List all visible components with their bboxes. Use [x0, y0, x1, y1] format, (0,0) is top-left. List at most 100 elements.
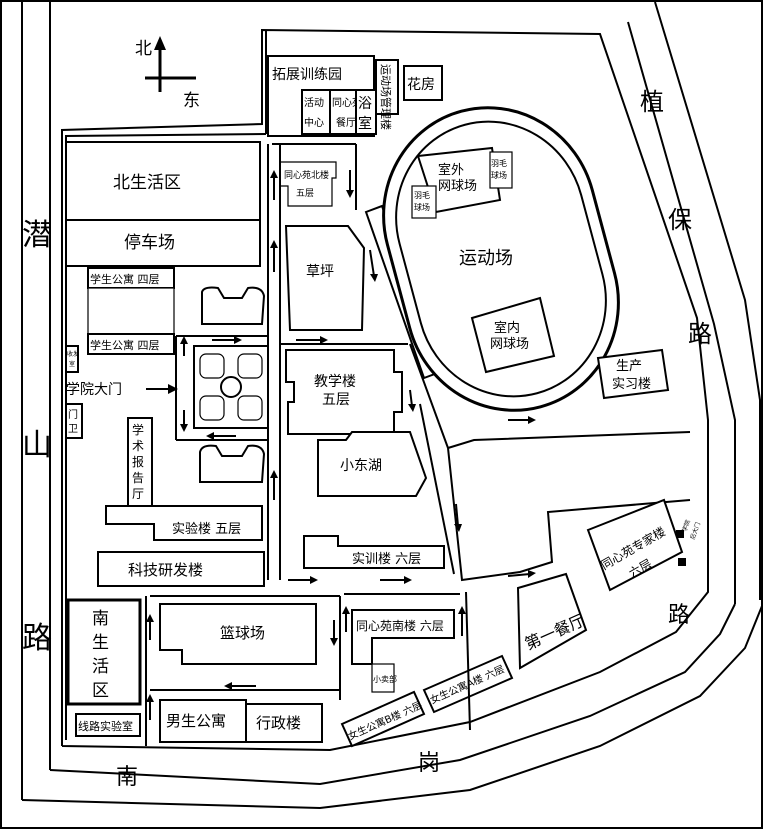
sports-admin-building: 运动场管理楼 — [375, 59, 399, 130]
indoor-tennis-court: 室内 网球场 — [470, 296, 556, 374]
svg-text:室: 室 — [69, 360, 75, 368]
svg-text:南: 南 — [116, 765, 138, 790]
svg-text:南: 南 — [92, 609, 109, 629]
svg-text:收发: 收发 — [67, 350, 79, 358]
svg-text:卫: 卫 — [68, 424, 78, 435]
svg-text:男生公寓: 男生公寓 — [166, 712, 226, 730]
svg-text:浴: 浴 — [358, 96, 372, 112]
svg-text:中心: 中心 — [304, 116, 324, 129]
lawn: 草坪 — [284, 225, 366, 331]
svg-text:五层: 五层 — [322, 392, 350, 408]
svg-text:实习楼: 实习楼 — [612, 377, 651, 392]
svg-text:小卖部: 小卖部 — [373, 674, 397, 684]
svg-text:室外: 室外 — [438, 162, 464, 178]
svg-text:停车场: 停车场 — [124, 233, 175, 253]
svg-text:同心苑南楼 六层: 同心苑南楼 六层 — [356, 618, 444, 633]
convenience-store: 小卖部 — [371, 663, 397, 693]
svg-text:科技研发楼: 科技研发楼 — [128, 561, 203, 579]
north-living-area: 北生活区 — [65, 141, 261, 221]
svg-text:羽毛: 羽毛 — [414, 190, 430, 200]
svg-text:线路实验室: 线路实验室 — [78, 719, 133, 733]
compass-east-label: 东 — [183, 91, 200, 111]
traffic-arrows — [146, 170, 536, 720]
svg-text:活动: 活动 — [304, 97, 324, 109]
svg-text:学院大门: 学院大门 — [66, 382, 122, 398]
svg-text:报: 报 — [132, 454, 144, 469]
internal-roads — [145, 143, 471, 746]
svg-text:网球场: 网球场 — [490, 337, 529, 352]
svg-text:生产: 生产 — [616, 359, 642, 374]
compass-north-label: 北 — [135, 39, 152, 59]
svg-text:餐厅: 餐厅 — [336, 116, 356, 129]
svg-text:学生公寓 四层: 学生公寓 四层 — [90, 338, 160, 352]
svg-text:行政楼: 行政楼 — [256, 714, 301, 732]
svg-text:教学楼: 教学楼 — [314, 374, 356, 390]
xiaodong-lake: 小东湖 — [317, 431, 428, 497]
svg-text:运动场管理楼: 运动场管理楼 — [379, 64, 393, 130]
tech-rd-building: 科技研发楼 — [97, 551, 265, 587]
svg-text:同心苑北楼: 同心苑北楼 — [284, 169, 329, 181]
svg-text:山: 山 — [22, 428, 52, 463]
svg-text:学院: 学院 — [680, 519, 692, 533]
svg-text:植: 植 — [640, 88, 664, 116]
male-dormitory: 男生公寓 — [159, 699, 247, 743]
basketball-court: 篮球场 — [159, 603, 317, 665]
svg-text:草坪: 草坪 — [306, 264, 334, 280]
east-inner-block — [447, 447, 691, 582]
svg-text:学: 学 — [132, 422, 144, 437]
parking-lot: 停车场 — [65, 219, 261, 267]
svg-text:小东湖: 小东湖 — [340, 458, 382, 474]
student-apartment-2: 学生公寓 四层 — [87, 333, 175, 355]
road-nangang-label: 南 岗 路 — [116, 603, 690, 790]
svg-text:球场: 球场 — [491, 170, 507, 180]
bathhouse: 浴 室 — [355, 89, 377, 135]
svg-text:路: 路 — [668, 603, 690, 628]
svg-text:实训楼 六层: 实训楼 六层 — [352, 552, 421, 567]
svg-text:花房: 花房 — [407, 77, 435, 93]
svg-text:路: 路 — [22, 621, 52, 656]
svg-text:网球场: 网球场 — [438, 179, 477, 194]
svg-text:篮球场: 篮球场 — [220, 624, 265, 642]
svg-text:岗: 岗 — [418, 751, 440, 776]
tongxin-restaurant: 同心苑 餐厅 — [329, 89, 362, 135]
svg-text:同心苑: 同心苑 — [332, 96, 362, 109]
svg-text:实验楼 五层: 实验楼 五层 — [172, 521, 241, 537]
svg-text:路: 路 — [688, 320, 712, 348]
svg-text:北生活区: 北生活区 — [113, 173, 181, 193]
svg-text:室: 室 — [358, 115, 372, 132]
svg-text:五层: 五层 — [296, 188, 314, 199]
tongxin-south-building: 同心苑南楼 六层 — [351, 609, 455, 665]
svg-text:学生公寓 四层: 学生公寓 四层 — [90, 272, 160, 286]
lab-building: 实验楼 五层 — [105, 505, 263, 541]
outdoor-tennis-court: 室外 网球场 — [416, 146, 502, 214]
road-zhibao-label: 植 保 路 — [640, 88, 712, 348]
svg-text:区: 区 — [92, 681, 109, 701]
svg-text:球场: 球场 — [414, 202, 430, 212]
production-training-building: 生产 实习楼 — [596, 348, 670, 400]
badminton-court-2: 羽毛 球场 — [489, 151, 513, 189]
svg-text:拓展训练园: 拓展训练园 — [272, 67, 342, 83]
compass: 北 东 — [135, 36, 200, 111]
apartment-courtyard — [87, 287, 175, 335]
svg-text:活: 活 — [92, 657, 109, 677]
badminton-court-1: 羽毛 球场 — [411, 185, 437, 219]
svg-text:运动场: 运动场 — [459, 248, 513, 269]
main-gate: 学院大门 — [66, 382, 178, 398]
training-building: 实训楼 六层 — [303, 535, 445, 569]
svg-text:保: 保 — [668, 206, 692, 234]
activity-center: 活动 中心 — [301, 89, 331, 135]
tongxin-expert-building: 同心苑专家楼 六层 — [586, 498, 684, 592]
first-canteen: 第一餐厅 — [516, 572, 588, 670]
tongxin-north-building: 同心苑北楼 五层 — [279, 161, 337, 207]
svg-text:术: 术 — [132, 439, 144, 453]
circuit-lab: 线路实验室 — [75, 713, 141, 737]
lecture-hall: 学 术 报 告 厅 — [127, 417, 153, 507]
svg-text:室内: 室内 — [494, 320, 520, 336]
svg-text:告: 告 — [132, 471, 144, 485]
svg-text:门: 门 — [68, 408, 78, 421]
svg-text:生: 生 — [92, 633, 109, 653]
guard-room: 门 卫 — [65, 403, 83, 439]
svg-text:羽毛: 羽毛 — [491, 158, 507, 168]
svg-text:潜: 潜 — [22, 218, 52, 253]
